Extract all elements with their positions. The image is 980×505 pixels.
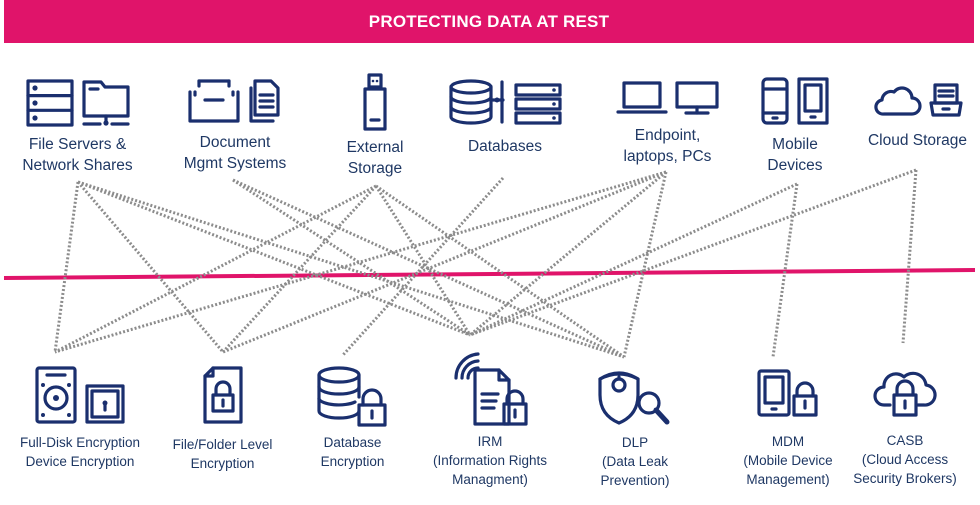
source-databases: Databases [440,78,570,157]
control-irm: IRM (Information Rights Managment) [420,348,560,489]
control-label: (Information Rights [432,453,548,468]
source-label: Storage [347,160,403,177]
rights-document-icon [454,352,528,426]
source-endpoints: Endpoint, laptops, PCs [605,80,730,167]
server-rack-icon [25,79,74,127]
source-label: Mgmt Systems [183,155,287,172]
control-mdm: MDM (Mobile Device Management) [728,368,848,489]
connector-file-servers-to-file-folder [76,181,225,353]
control-label: Managment) [452,472,528,487]
locked-phone-icon [757,369,818,417]
connector-mobile-devices-to-mdm [771,183,799,358]
source-label: Endpoint, [634,127,701,144]
connector-file-servers-to-fde [53,181,80,353]
safe-icon [85,384,125,424]
source-label: Document [199,134,271,151]
control-casb: CASB (Cloud Access Security Brokers) [840,365,970,488]
control-fde: Full-Disk Encryption Device Encryption [5,365,155,471]
file-drawer-icon [188,79,240,123]
hard-disk-icon [35,366,77,424]
source-mobile-devices: Mobile Devices [745,76,845,176]
server-stack-icon [514,83,562,125]
control-dlp: DLP (Data Leak Prevention) [585,365,685,490]
source-label: Mobile [772,136,818,153]
control-label: CASB [886,433,924,448]
source-file-servers: File Servers & Network Shares [10,78,145,176]
phone-icon [761,77,789,125]
source-label: External [346,139,404,156]
database-icon [449,79,505,125]
source-label: Cloud Storage [867,132,968,149]
monitor-icon [674,81,719,115]
connector-cloud-storage-to-irm [469,168,917,337]
network-folder-icon [81,80,130,126]
control-label: (Mobile Device [743,453,833,468]
title-banner: PROTECTING DATA AT REST [4,0,974,43]
control-label: Database [323,435,382,450]
control-label: (Cloud Access [861,452,949,467]
connector-endpoints-to-irm [469,170,667,337]
tablet-icon [797,77,829,125]
connector-file-servers-to-dlp [77,180,625,359]
source-label: Devices [767,157,823,174]
source-label: Databases [467,138,543,155]
source-document-mgmt: Document Mgmt Systems [170,78,300,174]
storage-tray-icon [928,83,963,117]
locked-cloud-icon [873,371,937,417]
source-external-storage: External Storage [330,72,420,179]
shield-search-icon [598,371,670,425]
connector-external-storage-to-irm [374,185,472,336]
connector-document-mgmt-to-irm [232,178,471,337]
connector-external-storage-to-file-folder [221,184,378,354]
control-label: Encryption [320,454,385,469]
source-label: laptops, PCs [623,148,712,165]
source-cloud-storage: Cloud Storage [860,82,975,151]
control-label: DLP [621,435,649,450]
control-label: File/Folder Level [172,437,273,452]
control-label: Prevention) [600,473,670,488]
connector-document-mgmt-to-dlp [232,178,625,359]
banner-title: PROTECTING DATA AT REST [368,11,610,31]
connector-mobile-devices-to-irm [469,182,798,337]
connector-file-servers-to-irm [77,180,471,337]
control-label: Full-Disk Encryption [19,435,141,450]
cloud-icon [873,86,922,116]
rest-divider-line [3,268,976,280]
control-label: Encryption [190,456,255,471]
control-file-folder: File/Folder Level Encryption [160,365,285,473]
locked-database-icon [316,366,387,427]
locked-file-icon [202,366,243,424]
control-label: (Data Leak [601,454,669,469]
documents-icon [249,79,280,123]
connector-external-storage-to-fde [54,184,377,354]
control-label: MDM [771,434,805,449]
usb-drive-icon [363,73,387,131]
connection-lines [53,168,918,359]
control-label: Management) [746,472,830,487]
control-label: Device Encryption [25,454,135,469]
source-label: File Servers & [28,136,127,153]
control-label: Security Brokers) [853,471,957,486]
laptop-icon [615,81,668,114]
source-label: Network Shares [22,157,133,174]
connector-cloud-storage-to-casb [901,169,918,344]
control-label: IRM [477,434,503,449]
control-db-encryption: Database Encryption [300,365,405,471]
